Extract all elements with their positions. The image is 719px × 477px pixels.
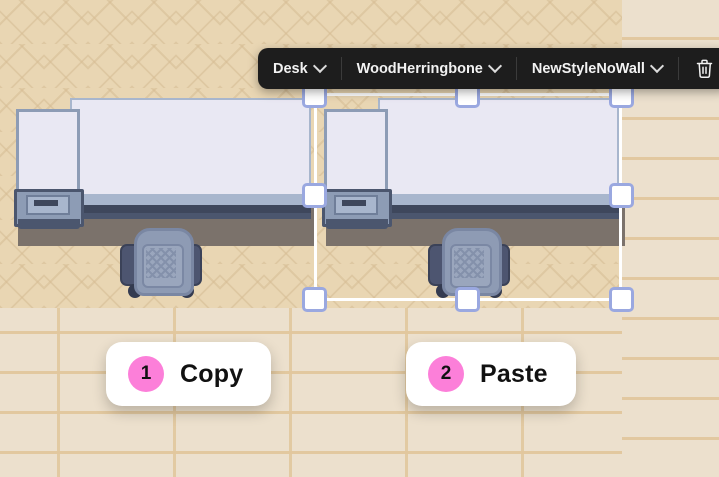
selection-handle-bottom-center[interactable]	[455, 287, 480, 312]
desk-front-lip	[378, 194, 619, 205]
chair-right[interactable]	[428, 226, 510, 301]
desk-drawer-handle	[342, 200, 366, 206]
toolbar-dropdown-wall-style[interactable]: NewStyleNoWall	[517, 48, 678, 89]
delete-button[interactable]	[679, 48, 719, 89]
toolbar-wall-style-label: NewStyleNoWall	[531, 60, 645, 77]
toolbar-object-type-label: Desk	[273, 60, 308, 77]
toolbar-divider	[515, 57, 517, 80]
desk-drawer-handle	[34, 200, 58, 206]
action-label-paste: Paste	[480, 359, 548, 388]
desk-surface	[70, 98, 311, 196]
toolbar-divider	[340, 57, 342, 80]
chair-seat-pattern	[454, 248, 484, 278]
desk-leg-shadow	[382, 213, 619, 219]
desk-cabinet	[16, 109, 80, 197]
selection-handle-bottom-right[interactable]	[609, 287, 634, 312]
desk-front-lip	[70, 194, 311, 205]
desk-cabinet	[324, 109, 388, 197]
toolbar-divider	[677, 57, 679, 80]
selection-handle-bottom-left[interactable]	[302, 287, 327, 312]
desk-left[interactable]	[12, 95, 317, 246]
selection-handle-middle-left[interactable]	[302, 183, 327, 208]
desk-front-edge	[70, 205, 311, 213]
step-badge-1: 1	[128, 356, 164, 392]
toolbar-dropdown-floor-style[interactable]: WoodHerringbone	[342, 48, 516, 89]
chevron-down-icon	[315, 61, 326, 72]
desk-foot	[18, 219, 80, 229]
trash-icon	[696, 59, 713, 78]
toolbar-floor-style-label: WoodHerringbone	[356, 60, 483, 77]
chevron-down-icon	[652, 61, 663, 72]
chevron-down-icon	[490, 61, 501, 72]
step-badge-2: 2	[428, 356, 464, 392]
toolbar-dropdown-object-type[interactable]: Desk	[258, 48, 341, 89]
action-pill-copy[interactable]: 1 Copy	[106, 342, 272, 406]
desk-surface	[378, 98, 619, 196]
chair-seat-pattern	[146, 248, 176, 278]
object-toolbar[interactable]: Desk WoodHerringbone NewStyleNoWall	[258, 48, 719, 89]
desk-leg-shadow	[74, 213, 311, 219]
chair-left[interactable]	[120, 226, 202, 301]
selection-handle-middle-right[interactable]	[609, 183, 634, 208]
desk-right[interactable]	[320, 95, 625, 246]
selection-outline	[314, 93, 622, 301]
action-label-copy: Copy	[180, 359, 244, 388]
desk-front-edge	[378, 205, 619, 213]
action-pill-paste[interactable]: 2 Paste	[406, 342, 576, 406]
desk-foot	[326, 219, 388, 229]
